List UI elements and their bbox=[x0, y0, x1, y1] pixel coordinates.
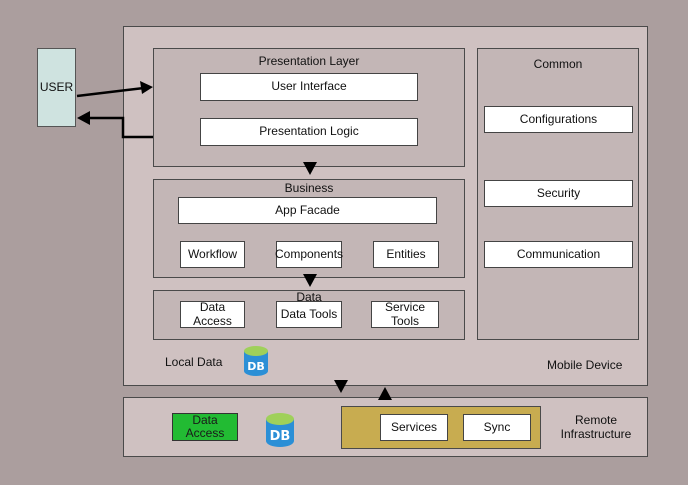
remote-db-label: DB bbox=[270, 429, 291, 444]
data-tools-label: Data Tools bbox=[280, 306, 338, 321]
entities-label: Entities bbox=[386, 246, 426, 261]
app-facade-box: App Facade bbox=[178, 197, 437, 224]
entities-box: Entities bbox=[373, 241, 439, 268]
configurations-label: Configurations bbox=[519, 111, 598, 126]
data-access-box: Data Access bbox=[180, 301, 245, 328]
user-box: USER bbox=[37, 48, 76, 127]
user-label: USER bbox=[39, 79, 74, 94]
db-icon: DB bbox=[244, 346, 268, 376]
mobile-device-label: Mobile Device bbox=[547, 358, 623, 372]
presentation-logic-box: Presentation Logic bbox=[200, 118, 418, 146]
remote-data-access-label: Data Access bbox=[185, 412, 225, 440]
local-db-label: DB bbox=[247, 360, 265, 373]
remote-data-access-box: Data Access bbox=[172, 413, 238, 441]
services-label: Services bbox=[390, 419, 437, 434]
data-layer-title: Data bbox=[296, 290, 322, 304]
presentation-layer-title: Presentation Layer bbox=[258, 54, 360, 68]
workflow-label: Workflow bbox=[187, 246, 238, 261]
db-icon: DB bbox=[266, 413, 294, 447]
service-tools-label: Service Tools bbox=[384, 300, 425, 328]
data-access-label: Data Access bbox=[193, 300, 232, 328]
user-interface-label: User Interface bbox=[271, 79, 347, 94]
presentation-logic-label: Presentation Logic bbox=[259, 124, 359, 139]
configurations-box: Configurations bbox=[484, 106, 633, 133]
business-layer-title: Business bbox=[284, 181, 334, 195]
sync-label: Sync bbox=[483, 419, 511, 434]
local-data-label: Local Data bbox=[165, 355, 223, 369]
workflow-box: Workflow bbox=[180, 241, 245, 268]
user-interface-box: User Interface bbox=[200, 73, 418, 101]
presentation-layer: Presentation Layer bbox=[153, 48, 465, 167]
security-label: Security bbox=[536, 185, 581, 200]
service-tools-box: Service Tools bbox=[371, 301, 439, 328]
communication-label: Communication bbox=[516, 246, 601, 261]
services-box: Services bbox=[380, 414, 448, 441]
app-facade-label: App Facade bbox=[275, 202, 340, 217]
security-box: Security bbox=[484, 180, 633, 207]
components-box: Components bbox=[274, 241, 344, 268]
data-tools-box: Data Tools bbox=[276, 301, 342, 328]
common-title: Common bbox=[533, 57, 583, 71]
sync-box: Sync bbox=[463, 414, 531, 441]
remote-infrastructure-label: Remote Infrastructure bbox=[560, 413, 632, 442]
arrow-icon bbox=[77, 111, 90, 125]
components-label: Components bbox=[274, 246, 344, 261]
communication-box: Communication bbox=[484, 241, 633, 268]
